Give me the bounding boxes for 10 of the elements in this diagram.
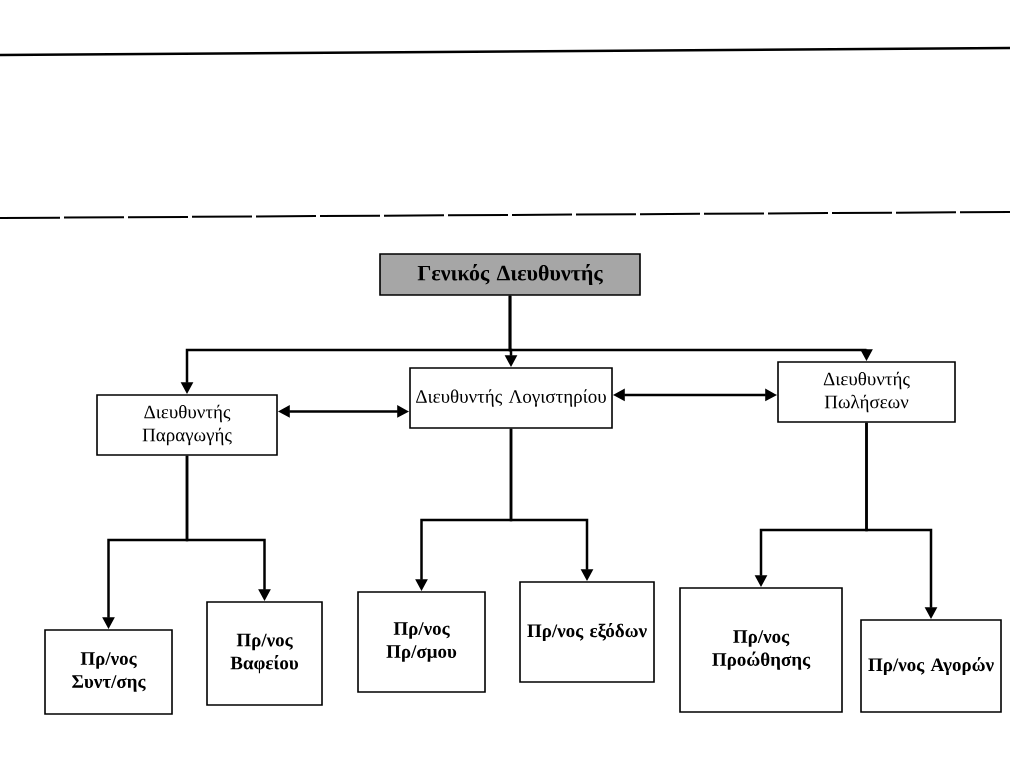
- manager-box: Διευθυντής Παραγωγής: [96, 394, 278, 456]
- department-box: Πρ/νος εξόδων: [519, 581, 655, 683]
- title-box: Γενικός Διευθυντής: [379, 253, 641, 296]
- department-box: Πρ/νος Συντ/σης: [44, 629, 173, 715]
- manager-box: Διευθυντής Λογιστηρίου: [409, 367, 613, 429]
- department-box: Πρ/νος Βαφείου: [206, 601, 323, 706]
- manager-box: Διευθυντής Πωλήσεων: [777, 361, 956, 423]
- department-box: Πρ/νος Προώθησης: [679, 587, 843, 713]
- department-box: Πρ/νος Αγορών: [860, 619, 1002, 713]
- department-box: Πρ/νος Πρ/σμου: [357, 591, 486, 693]
